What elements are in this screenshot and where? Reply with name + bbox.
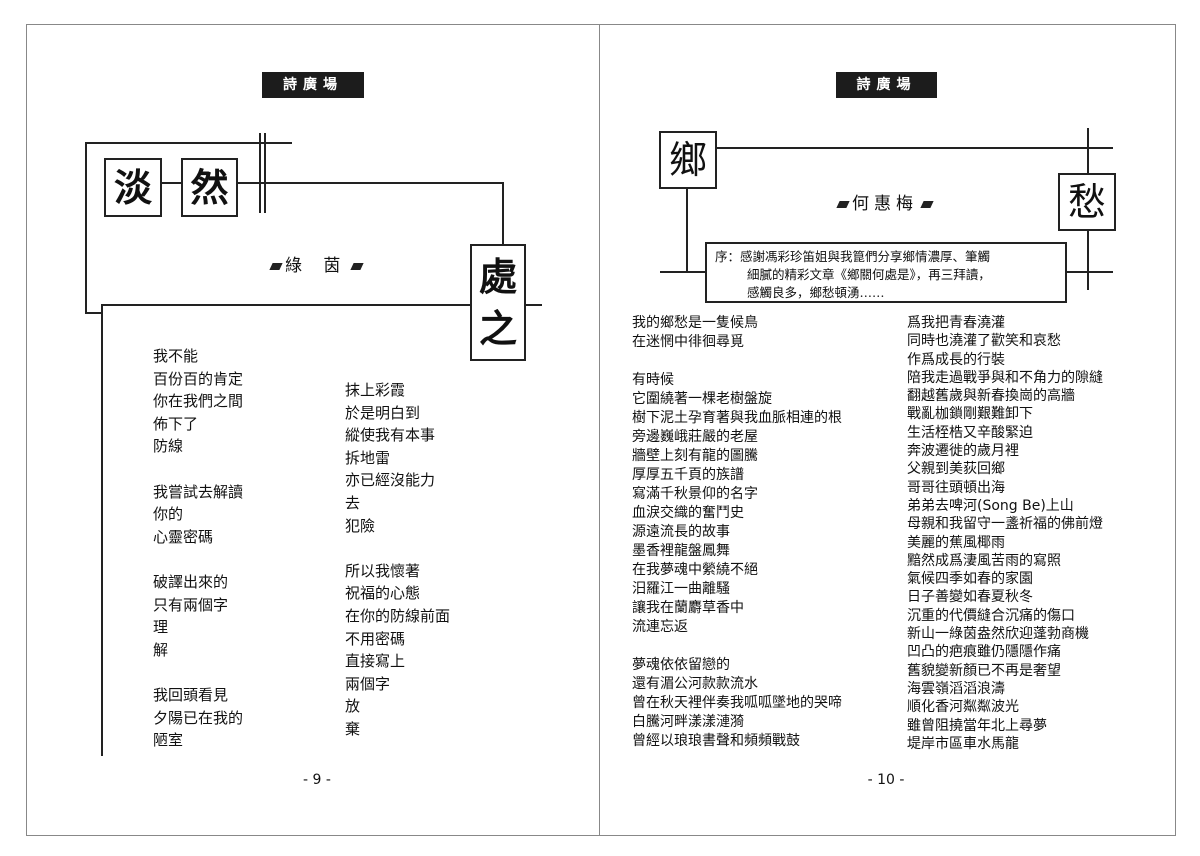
page-gutter	[599, 24, 600, 835]
title-char: 愁	[1058, 173, 1116, 231]
title-char: 淡	[104, 158, 162, 217]
rule	[686, 188, 688, 273]
preface-line: 感觸良多，鄉愁頓湧……	[747, 285, 885, 300]
preface-box: 序：感謝馮彩珍笛姐與我箟們分享鄉情濃厚、筆觸 細膩的精彩文章《鄉關何處是》，再三…	[705, 242, 1067, 303]
poem-column-2: 抹上彩霞 於是明白到 縱使我有本事 拆地雷 亦已經沒能力 去 犯險 所以我懷著 …	[345, 381, 451, 738]
author-byline: 何惠梅	[834, 189, 936, 214]
rule	[259, 133, 261, 213]
preface-line: 序：感謝馮彩珍笛姐與我箟們分享鄉情濃厚、筆觸	[715, 249, 991, 264]
page-number: - 9 -	[303, 772, 331, 788]
title-box-vertical: 處 之	[470, 244, 526, 361]
poem-column-2: 爲我把青春澆灌 同時也澆灌了歡笑和哀愁 作爲成長的行裝 陪我走過戰爭與和不角力的…	[907, 315, 1103, 752]
page-number: - 10 -	[867, 772, 905, 788]
rule	[502, 182, 504, 245]
rule	[85, 312, 102, 314]
title-char: 處	[478, 254, 517, 299]
rule	[85, 142, 87, 314]
marker-icon	[269, 263, 283, 270]
rule	[1066, 271, 1113, 273]
marker-icon	[920, 201, 934, 208]
preface-line: 細膩的精彩文章《鄉關何處是》，再三拜讀，	[747, 267, 991, 282]
rule	[716, 147, 1113, 149]
author-name: 何惠梅	[852, 194, 918, 214]
rule	[85, 142, 292, 144]
rule	[660, 271, 706, 273]
spread-border	[26, 24, 1176, 836]
title-char: 鄉	[659, 131, 717, 189]
rule	[101, 304, 103, 756]
rule	[264, 133, 266, 213]
title-char: 之	[478, 306, 517, 351]
section-header: 詩廣場	[836, 72, 937, 98]
rule	[101, 304, 542, 306]
poem-column-1: 我的鄉愁是一隻候鳥 在迷惘中徘徊尋覓 有時候 它圍繞著一棵老樹盤旋 樹下泥土孕育…	[632, 315, 842, 749]
poem-column-1: 我不能 百份百的肯定 你在我們之間 佈下了 防線 我嘗試去解讀 你的 心靈密碼 …	[153, 347, 244, 750]
marker-icon	[836, 201, 850, 208]
author-name: 綠 茵	[285, 256, 349, 276]
section-header: 詩廣場	[262, 72, 364, 98]
title-char: 然	[181, 158, 238, 217]
rule	[160, 182, 502, 184]
marker-icon	[350, 263, 365, 270]
author-byline: 綠 茵	[267, 251, 366, 276]
